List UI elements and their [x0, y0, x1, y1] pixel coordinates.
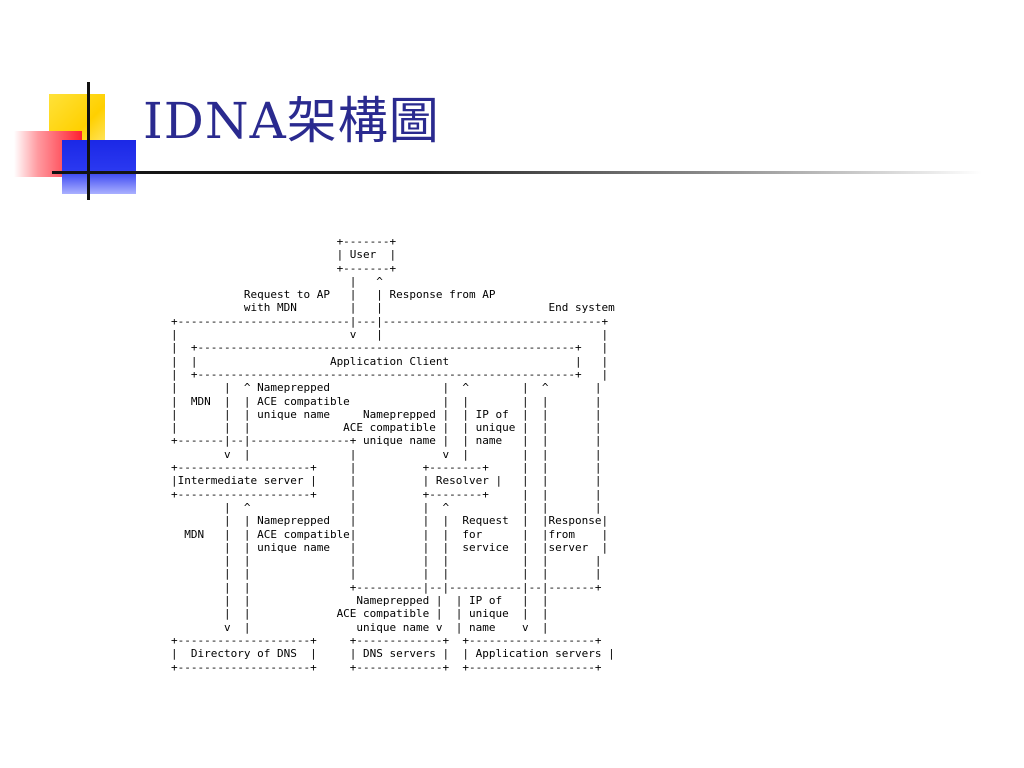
- diagram-line: | | unique name | | | service | |server …: [171, 540, 609, 554]
- diagram-line: | | | | | | | |: [171, 567, 602, 581]
- diagram-line: +--------------------+ +-------------+ +…: [171, 660, 602, 674]
- diagram-line: | User |: [171, 248, 397, 262]
- diagram-line: +-------+: [171, 235, 397, 248]
- diagram-line: | | ^ Nameprepped | ^ | ^ |: [171, 381, 602, 395]
- diagram-line: | | | ACE compatible | | unique | | |: [171, 421, 602, 435]
- diagram-line: v | | v | | | |: [171, 447, 602, 461]
- diagram-line: | +-------------------------------------…: [171, 367, 609, 381]
- diagram-line: | +-------------------------------------…: [171, 341, 609, 355]
- diagram-line: | | ACE compatible | | unique | |: [171, 607, 549, 621]
- diagram-line: v | unique name v | name v |: [171, 620, 549, 634]
- logo-vertical-line: [87, 82, 90, 200]
- diagram-line: | ^ | | ^ | | |: [171, 500, 602, 514]
- diagram-line: |Intermediate server | | | Resolver | | …: [171, 474, 602, 488]
- diagram-line: | | | | | | | |: [171, 554, 602, 568]
- diagram-line: +-------+: [171, 261, 397, 275]
- title-underline: [52, 171, 982, 174]
- diagram-line: +--------------------+ +-------------+ +…: [171, 633, 602, 647]
- diagram-line: | MDN | | ACE compatible | | | | |: [171, 394, 602, 408]
- diagram-line: | ^: [171, 274, 383, 288]
- diagram-line: +--------------------+ | +--------+ | | …: [171, 461, 602, 475]
- diagram-line: | | Application Client | |: [171, 354, 609, 368]
- diagram-line: Request to AP | | Response from AP: [171, 288, 496, 302]
- diagram-line: MDN | | ACE compatible| | | for | |from …: [171, 527, 609, 541]
- diagram-line: +--------------------+ | +--------+ | | …: [171, 487, 602, 501]
- logo-blue-square: [62, 140, 136, 194]
- diagram-line: +-------|--|---------------+ unique name…: [171, 434, 602, 448]
- slide-title: IDNA架構圖: [143, 92, 440, 150]
- idna-architecture-diagram: +-------+ | User | +-------+ | ^ Request…: [171, 235, 615, 674]
- diagram-line: | Directory of DNS | | DNS servers | | A…: [171, 647, 615, 661]
- diagram-line: | | +----------|--|-----------|--|------…: [171, 580, 602, 594]
- slide-logo: [0, 0, 150, 200]
- diagram-line: | | | unique name Nameprepped | | IP of …: [171, 407, 602, 421]
- diagram-line: | v | |: [171, 328, 609, 342]
- diagram-line: | | Nameprepped | | | Request | |Respons…: [171, 514, 609, 528]
- diagram-line: | | Nameprepped | | IP of | |: [171, 594, 549, 608]
- diagram-line: +--------------------------|---|--------…: [171, 314, 609, 328]
- diagram-line: with MDN | | End system: [171, 301, 615, 315]
